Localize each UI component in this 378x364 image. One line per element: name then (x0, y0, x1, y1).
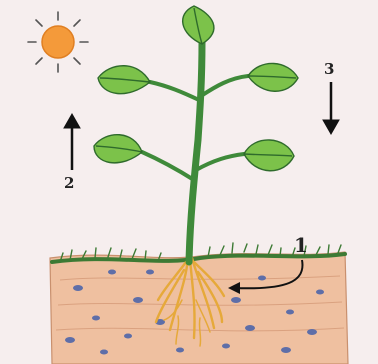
roots-label: 1 (294, 233, 308, 257)
down-arrow-label: 3 (324, 60, 334, 78)
up-arrow-label: 2 (64, 174, 74, 192)
